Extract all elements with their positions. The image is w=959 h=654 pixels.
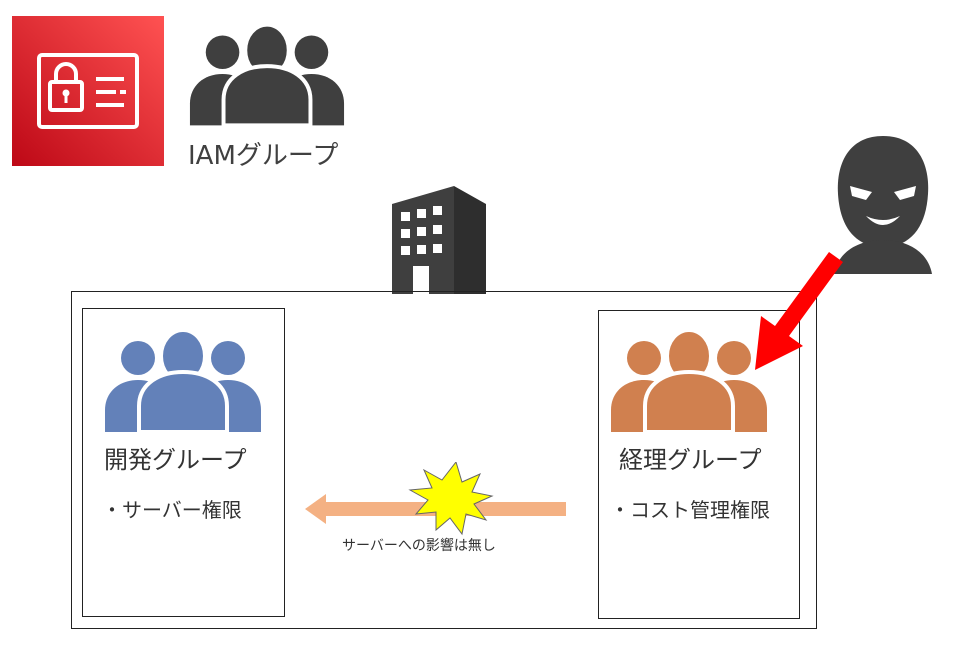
development-permission: ・サーバー権限 bbox=[102, 498, 242, 522]
accounting-group-title: 経理グループ bbox=[619, 446, 762, 474]
iam-group-label: IAMグループ bbox=[188, 141, 339, 171]
impact-caption: サーバーへの影響は無し bbox=[342, 538, 496, 554]
development-group-title: 開発グループ bbox=[104, 446, 247, 474]
collision-burst-icon bbox=[408, 462, 494, 536]
hacker-icon bbox=[834, 136, 932, 274]
attack-arrow bbox=[755, 252, 843, 370]
development-group-box bbox=[82, 308, 285, 617]
accounting-group-icon bbox=[611, 328, 767, 432]
accounting-group-box bbox=[598, 310, 800, 619]
office-building-icon bbox=[392, 186, 486, 294]
iam-badge-icon bbox=[12, 16, 164, 166]
impact-arrow bbox=[305, 462, 566, 536]
user-group-icon bbox=[189, 22, 345, 126]
company-boundary bbox=[71, 291, 817, 629]
development-group-icon bbox=[105, 328, 261, 432]
accounting-permission: ・コスト管理権限 bbox=[610, 498, 770, 522]
